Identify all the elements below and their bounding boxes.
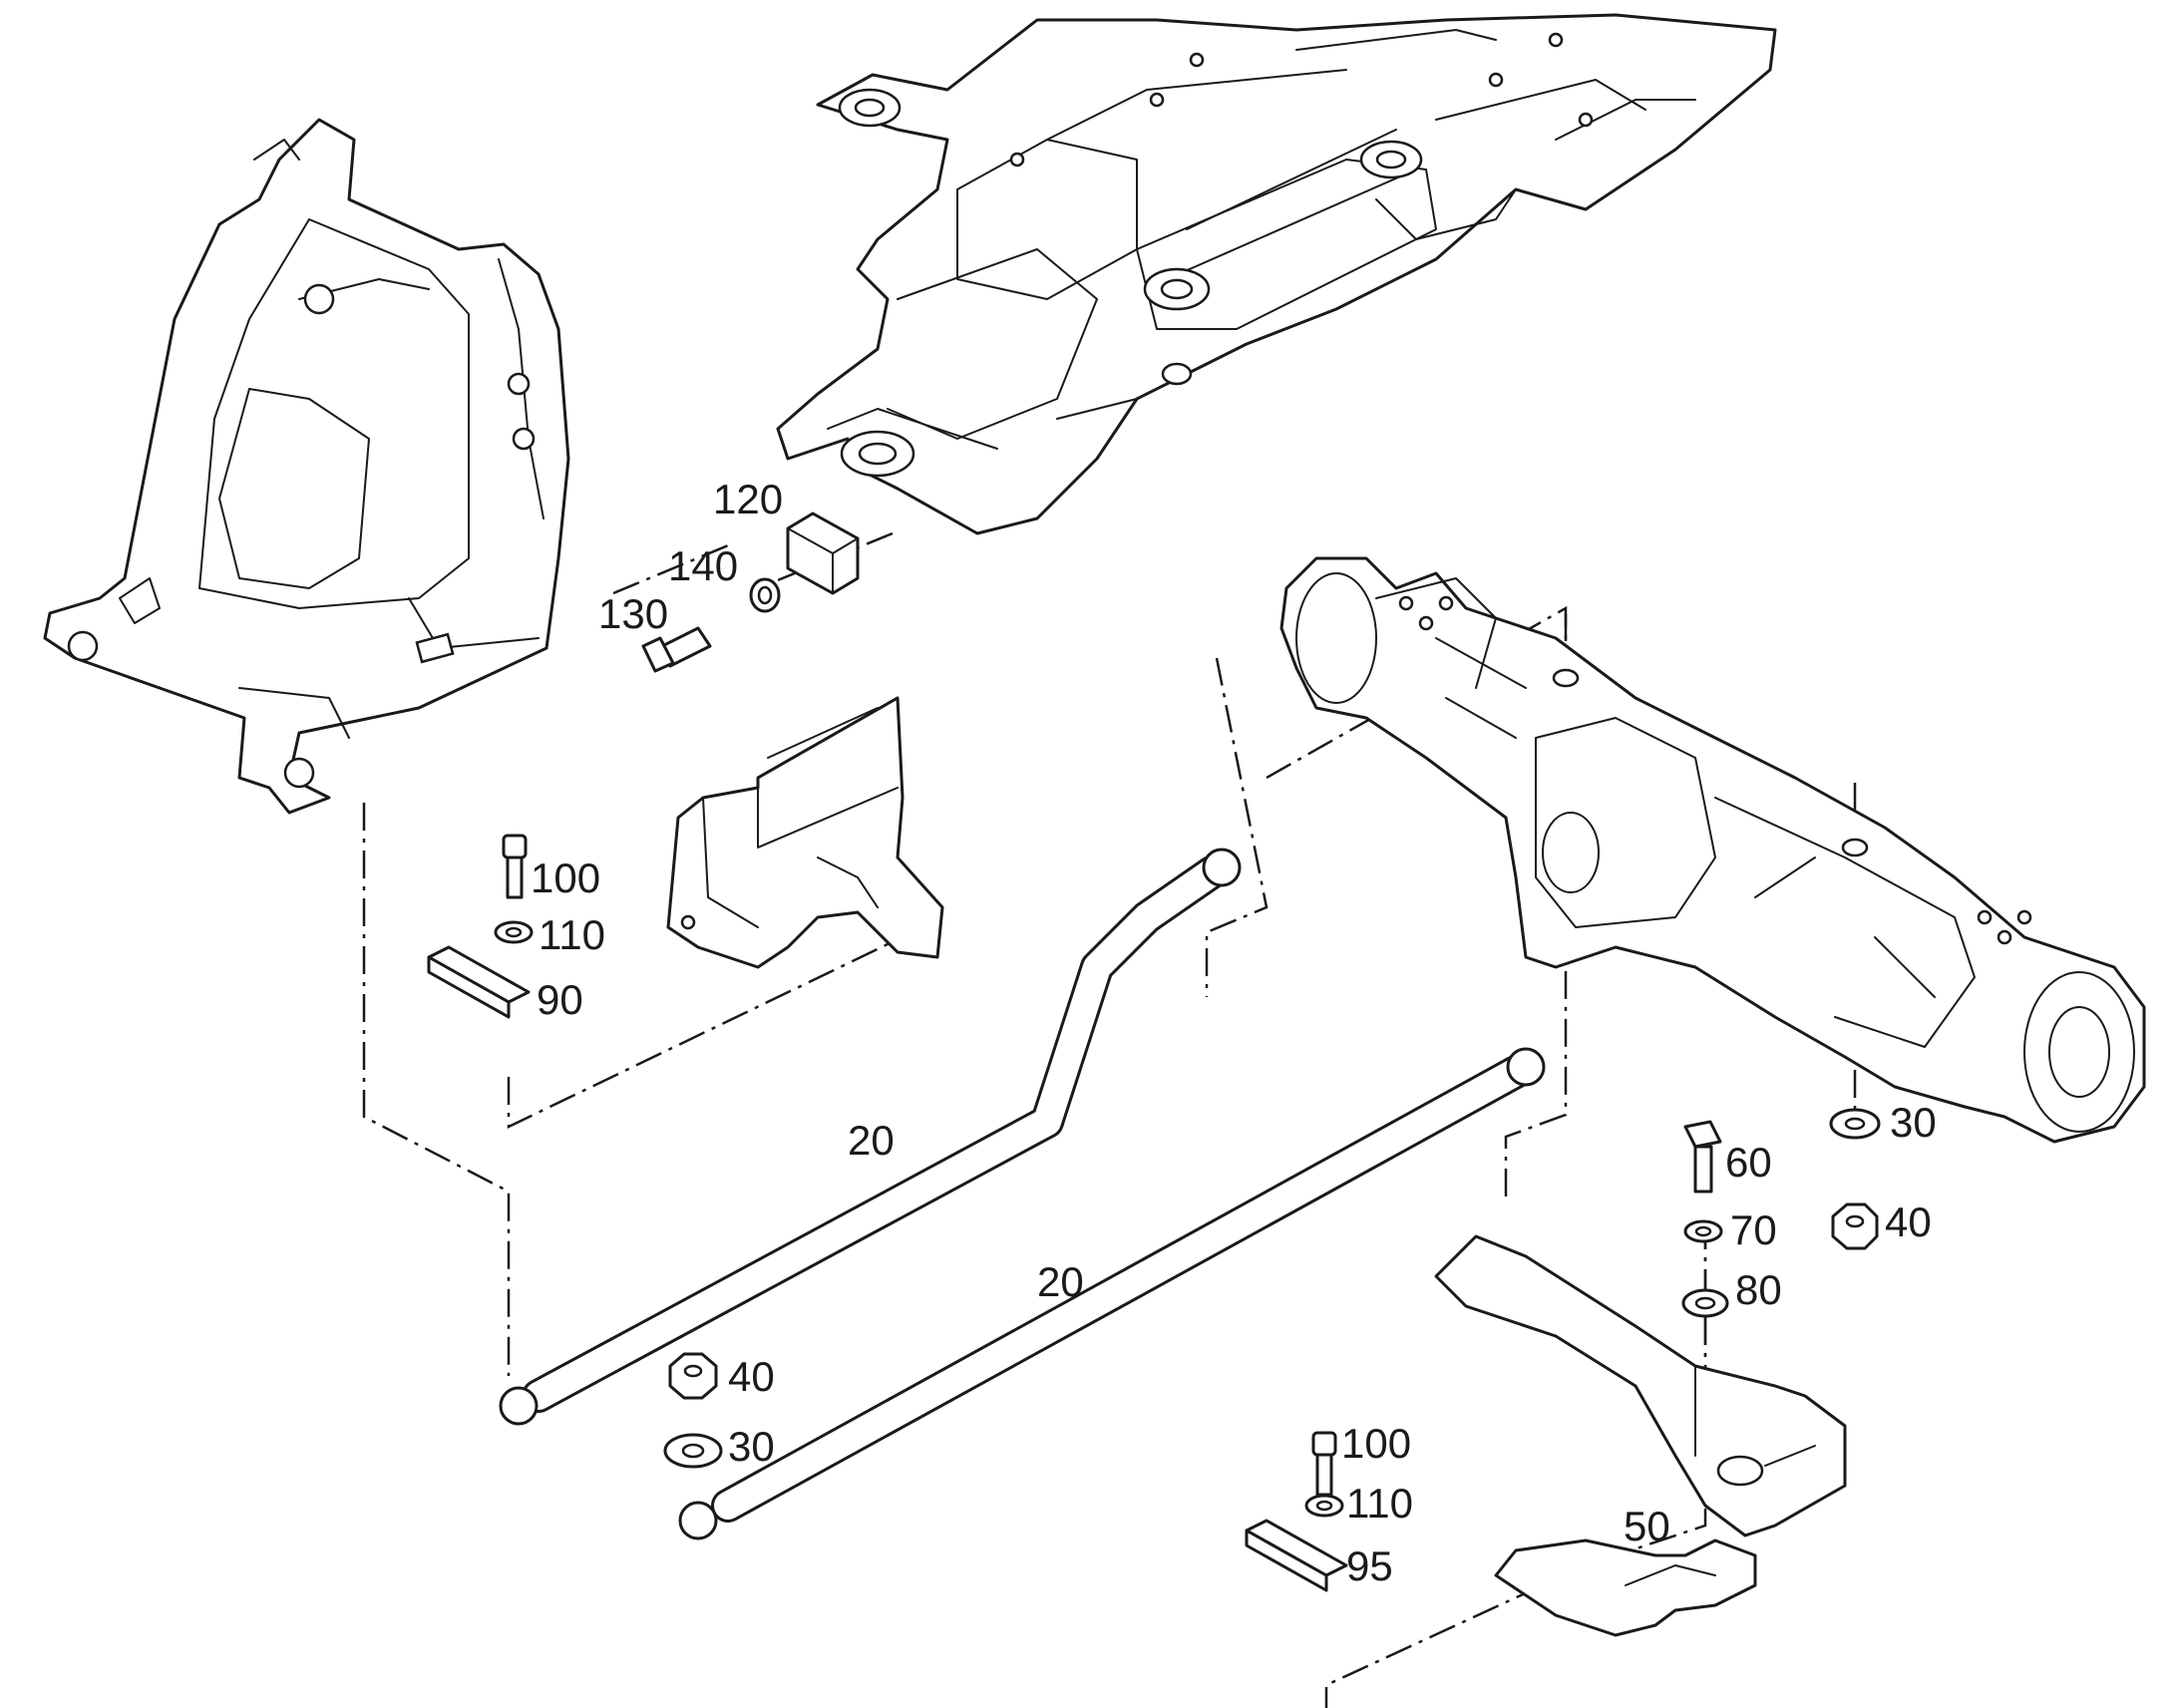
nut-40-left (668, 1352, 718, 1400)
callout-95: 95 (1346, 1542, 1393, 1589)
washer-140 (749, 577, 781, 613)
callout-90: 90 (537, 976, 583, 1023)
bolt-130 (641, 626, 712, 673)
washer-70 (1683, 1219, 1723, 1243)
bolt-60 (1683, 1120, 1722, 1194)
callout-50: 50 (1624, 1503, 1670, 1549)
callout-20-upper: 20 (848, 1117, 895, 1164)
callout-20-lower: 20 (1037, 1258, 1084, 1305)
callout-40-right: 40 (1885, 1198, 1932, 1245)
washer-110-left (494, 920, 534, 944)
callout-110-right: 110 (1346, 1480, 1413, 1527)
nut-40-right (1831, 1202, 1879, 1250)
mounting-bracket (666, 696, 944, 969)
block-120 (786, 512, 860, 595)
loader-front-frame (43, 118, 570, 815)
drive-axle (1279, 556, 2146, 1144)
bolt-100-right (1311, 1431, 1337, 1497)
callout-110-left: 110 (539, 911, 605, 958)
plate-90 (427, 945, 531, 1019)
callout-120: 120 (713, 476, 783, 522)
steering-rod-upper (499, 848, 1242, 1426)
callout-70: 70 (1730, 1206, 1777, 1253)
callout-80: 80 (1735, 1266, 1782, 1313)
callout-100-left: 100 (531, 854, 600, 901)
plate-95 (1245, 1519, 1348, 1592)
steering-rod-lower (678, 1047, 1546, 1540)
callout-60: 60 (1725, 1139, 1772, 1186)
washer-110-right (1304, 1494, 1344, 1518)
callout-labels: 120 140 130 100 110 90 20 20 60 70 80 30… (531, 476, 1937, 1589)
callout-30-left: 30 (728, 1423, 775, 1470)
callout-140: 140 (668, 542, 738, 589)
support-plate (1434, 1234, 1847, 1637)
washer-30-left (663, 1433, 723, 1469)
callout-40-left: 40 (728, 1353, 775, 1400)
callout-130: 130 (598, 590, 668, 637)
rear-chassis (776, 13, 1777, 535)
washer-30-right (1829, 1108, 1881, 1140)
bolt-100-left (502, 834, 528, 899)
callout-100-right: 100 (1341, 1420, 1411, 1467)
callout-30-right: 30 (1890, 1099, 1937, 1146)
washer-80 (1681, 1288, 1729, 1318)
